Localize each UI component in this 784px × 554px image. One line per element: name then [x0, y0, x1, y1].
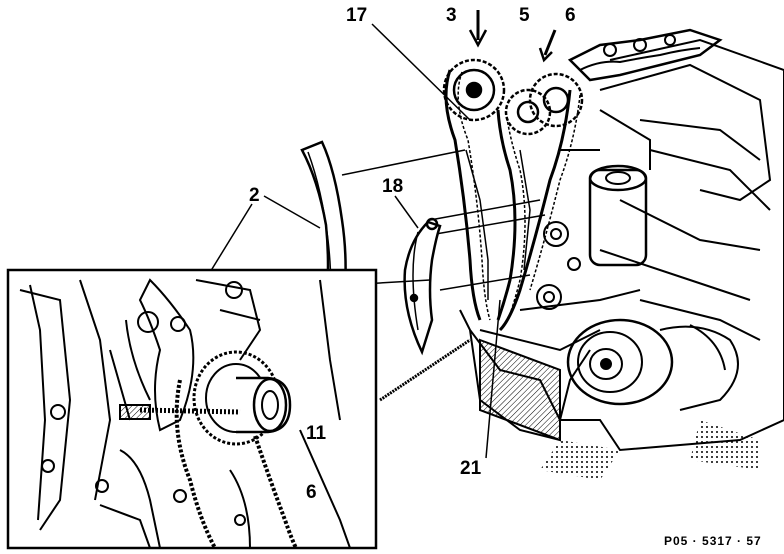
callout-3-camshaft-sprocket: 3 [446, 5, 457, 26]
callout-2-guide-rail: 2 [249, 185, 260, 206]
callout-11-hub: 11 [306, 423, 327, 444]
reference-code: P05 · 5317 · 57 [664, 534, 762, 548]
inset-detail-artwork [19, 278, 351, 549]
pointer-line [379, 338, 471, 402]
callout-5-sprocket: 5 [519, 5, 530, 26]
callout-18-tensioner-rail: 18 [382, 176, 404, 197]
tensioner-rail-18 [403, 217, 442, 356]
engine-block [459, 28, 784, 480]
sprockets-and-chain [429, 10, 584, 332]
callout-21-crank-sprocket: 21 [460, 458, 482, 479]
callout-6-inset-chain: 6 [306, 482, 317, 503]
callout-6-sprocket: 6 [565, 5, 576, 26]
callout-17-chain: 17 [346, 5, 368, 26]
